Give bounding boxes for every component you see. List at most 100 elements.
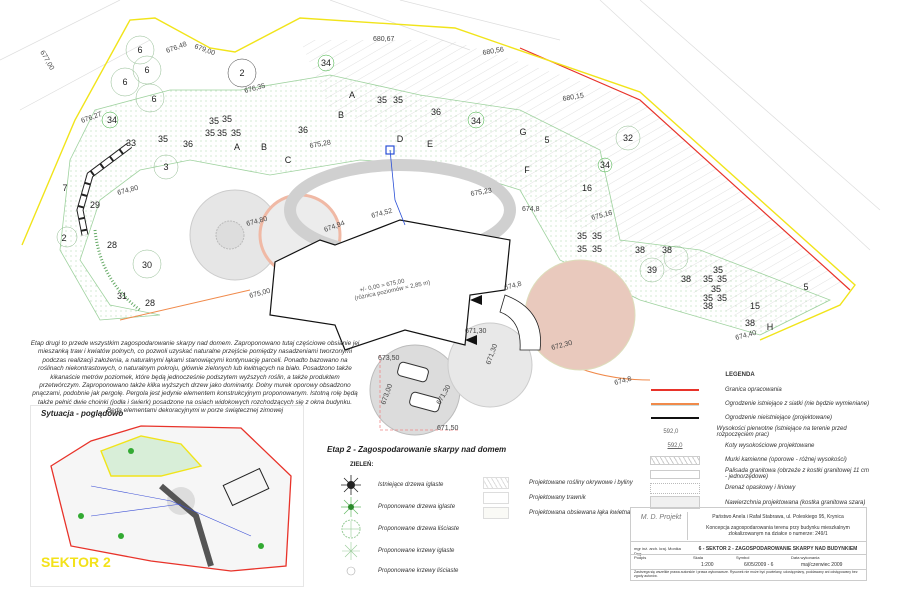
plan-label: 32 — [623, 133, 633, 143]
plan-label: 680,56 — [482, 46, 504, 57]
plan-label: A — [234, 142, 240, 152]
legend-label: Nawierzchnia projektowana (kostka granit… — [725, 499, 866, 506]
legend-label: Murki kamienne (oporowe - różnej wysokoś… — [725, 457, 847, 463]
title-block-field: Skala — [693, 555, 704, 560]
legend-label: Ogrodzenie istniejące z siatki (nie będz… — [725, 401, 870, 407]
groundcover-swatch — [483, 477, 509, 489]
plan-label: 38 — [703, 301, 713, 311]
plan-label: H — [767, 322, 774, 332]
title-block-field: 1:200 — [701, 562, 714, 568]
plan-label: 35 — [592, 244, 602, 254]
legend-item: 592,0 Wysokości pierwotne (istniejące na … — [650, 426, 870, 438]
boundary-line-icon — [651, 389, 699, 391]
legend-item: Ogrodzenie istniejące z siatki (nie będz… — [650, 398, 870, 410]
drain-well-icon — [385, 145, 395, 155]
plan-label: E — [427, 139, 433, 149]
plan-label: 680,15 — [562, 92, 584, 103]
legend-label: Projektowana obsiewana łąka kwietna — [529, 510, 631, 516]
title-block-field: Państwo Anela i Rafał Stabrawa, ul. Pole… — [712, 514, 844, 520]
plan-label: 35 — [158, 134, 168, 144]
contour-red — [379, 355, 460, 431]
staircase — [499, 294, 541, 351]
plan-label: F — [524, 165, 530, 175]
plan-label: 2 — [61, 233, 66, 243]
plan-label: 35 — [377, 95, 387, 105]
plan-label: 674,40 — [735, 330, 758, 342]
plan-label: 35 — [577, 244, 587, 254]
legend-item: Murki kamienne (oporowe - różnej wysokoś… — [650, 454, 870, 466]
plan-label: 35 — [209, 116, 219, 126]
legend-label: 592,0 — [663, 429, 679, 435]
plan-label: 674,52 — [371, 208, 394, 220]
plan-label: 35 — [217, 128, 227, 138]
car-icon — [409, 391, 441, 413]
paving-icon — [650, 496, 700, 509]
legend-item: 592,0 Koty wysokościowe projektowane — [650, 440, 870, 452]
plan-label: 39 — [647, 265, 657, 275]
title-block-field: mgr inż. arch. kraj. Monika Dęg — [634, 546, 681, 556]
legend-label: Projektowane rośliny okrywowe i byliny — [529, 480, 633, 486]
greenery-item: Proponowane krzewy iglaste — [340, 540, 454, 562]
plan-label: 38 — [662, 245, 672, 255]
legend-label: 592,0 — [667, 443, 683, 449]
legend-item: Palisada granitowa (obrzeże z kostki gra… — [650, 468, 870, 480]
plan-label: 33 — [126, 138, 136, 148]
legend-title: LEGENDA — [725, 372, 755, 378]
fence-yellow — [21, 17, 856, 341]
paved-circles — [189, 159, 636, 436]
plan-label: 35 — [711, 284, 721, 294]
surface-item: Projektowane rośliny okrywowe i byliny — [483, 477, 633, 489]
planting-area — [59, 74, 831, 336]
plan-label: 5 — [803, 282, 808, 292]
plan-label: B — [338, 110, 344, 120]
entry-arrow-icon — [470, 295, 482, 305]
plan-label: 29 — [90, 200, 100, 210]
house-footprint[interactable] — [269, 219, 511, 351]
fence-orange — [119, 289, 251, 321]
title-block-field: Podpis — [634, 555, 647, 560]
situation-map[interactable]: Sytuacja - poglądowo SEKTOR 2 — [30, 405, 304, 587]
plan-label: 34 — [107, 115, 117, 125]
legend-label: Proponowane krzewy liściaste — [378, 568, 459, 574]
plant-labels: 6 6 6 6 2 34 34 34 34 35 35 35 35 35 35 … — [61, 45, 808, 328]
plan-label: G — [519, 127, 526, 137]
legend-label: Proponowane drzewa liściaste — [378, 526, 460, 532]
title-block-field: Zastrzega się wszelkie prawa autorskie i… — [634, 570, 858, 578]
plan-label: 676,48 — [165, 41, 188, 55]
title-block-field: 6 - SEKTOR 2 - ZAGOSPODAROWANIE SKARPY N… — [698, 546, 858, 552]
legend-label: Drenaż opaskowy i liniowy — [725, 485, 796, 491]
legend-item: Ogrodzenie nieistniejące (projektowane) — [650, 412, 870, 424]
legend-label: Projektowany trawnik — [529, 495, 586, 501]
situation-title: Sytuacja - poglądowo — [41, 409, 124, 418]
title-block-field: M. D. Projekt — [635, 512, 688, 540]
plan-label: 34 — [471, 116, 481, 126]
plan-label: 35 — [577, 231, 587, 241]
legend-label: Koty wysokościowe projektowane — [725, 443, 815, 449]
tree-symbols — [56, 35, 689, 283]
entry-arrow-icon-2 — [465, 335, 477, 345]
greenery-title: ZIELEŃ: — [350, 462, 374, 468]
plan-label: 6 — [122, 77, 127, 87]
plan-label: 6 — [151, 94, 156, 104]
legend-label: Wysokości pierwotne (istniejące na teren… — [716, 426, 847, 438]
plan-label: 15 — [750, 301, 760, 311]
surface-item: Projektowany trawnik — [483, 492, 586, 504]
existing-conifer-icon — [340, 474, 362, 496]
plan-label: 3 — [163, 162, 168, 172]
drainage-icon — [650, 482, 700, 494]
plan-label: 28 — [107, 240, 117, 250]
greenery-item: Istniejące drzewa iglaste — [340, 474, 443, 496]
plan-label: 35 — [205, 128, 215, 138]
plan-label: 35 — [222, 114, 232, 124]
legend-label: Granica opracowania — [725, 387, 782, 393]
new-fence-icon — [651, 417, 699, 419]
plan-label: 35 — [717, 274, 727, 284]
proposed-deciduous-tree-icon — [340, 518, 362, 540]
plan-label: 35 — [231, 128, 241, 138]
boundary-red — [519, 47, 851, 291]
plan-label: 35 — [592, 231, 602, 241]
stage-title: Etap 2 - Zagospodarowanie skarpy nad dom… — [327, 445, 507, 454]
plan-label: 28 — [145, 298, 155, 308]
legend-label: Proponowane drzewa iglaste — [378, 504, 456, 510]
plan-label: 2 — [239, 68, 244, 78]
